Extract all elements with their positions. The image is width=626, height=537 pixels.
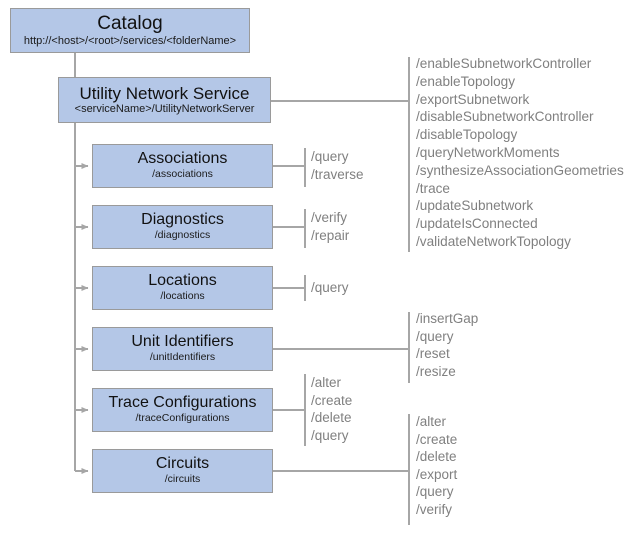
node-associations[interactable]: Associations /associations [92, 144, 273, 188]
node-circuits-title: Circuits [155, 455, 210, 473]
operations-utility-network-service-item[interactable]: /exportSubnetwork [416, 91, 530, 107]
node-unit-identifiers[interactable]: Unit Identifiers /unitIdentifiers [92, 327, 273, 371]
operations-trace-configurations-item[interactable]: /delete [311, 410, 352, 426]
node-catalog-title: Catalog [97, 12, 163, 34]
operations-diagnostics-item[interactable]: /repair [311, 227, 350, 243]
operations-trace-configurations-item[interactable]: /query [311, 427, 349, 443]
operations-utility-network-service: /enableSubnetworkController/enableTopolo… [416, 55, 624, 251]
operations-trace-configurations: /alter/create/delete/query [311, 374, 352, 444]
operations-diagnostics: /verify/repair [311, 209, 349, 244]
operations-circuits-item[interactable]: /create [416, 431, 458, 447]
operations-unit-identifiers: /insertGap/query/reset/resize [416, 310, 478, 380]
operations-circuits-item[interactable]: /export [416, 466, 458, 482]
node-trace-configurations-title: Trace Configurations [108, 394, 257, 412]
operations-utility-network-service-item[interactable]: /trace [416, 180, 450, 196]
node-locations-path: /locations [160, 290, 205, 303]
operations-unit-identifiers-item[interactable]: /reset [416, 346, 450, 362]
node-trace-configurations[interactable]: Trace Configurations /traceConfiguration… [92, 388, 273, 432]
node-diagnostics-path: /diagnostics [154, 229, 211, 242]
node-catalog-path: http://<host>/<root>/services/<folderNam… [23, 34, 237, 47]
operations-trace-configurations-item[interactable]: /create [311, 392, 353, 408]
node-utility-network-service-path: <serviceName>/UtilityNetworkServer [74, 103, 255, 116]
node-catalog[interactable]: Catalog http://<host>/<root>/services/<f… [10, 8, 250, 53]
operations-diagnostics-item[interactable]: /verify [311, 210, 348, 225]
node-diagnostics[interactable]: Diagnostics /diagnostics [92, 205, 273, 249]
operations-circuits-item[interactable]: /alter [416, 414, 447, 429]
operations-unit-identifiers-item[interactable]: /insertGap [416, 311, 479, 326]
operations-utility-network-service-item[interactable]: /queryNetworkMoments [416, 144, 560, 160]
operations-trace-configurations-item[interactable]: /alter [311, 375, 342, 390]
operations-associations-item[interactable]: /traverse [311, 166, 364, 182]
operations-utility-network-service-item[interactable]: /disableSubnetworkController [416, 109, 594, 125]
operations-utility-network-service-item[interactable]: /updateSubnetwork [416, 198, 534, 214]
operations-utility-network-service-item[interactable]: /disableTopology [416, 127, 518, 143]
operations-utility-network-service-item[interactable]: /synthesizeAssociationGeometries [416, 162, 624, 178]
operations-utility-network-service-item[interactable]: /validateNetworkTopology [416, 233, 571, 249]
node-utility-network-service[interactable]: Utility Network Service <serviceName>/Ut… [58, 77, 271, 123]
node-associations-title: Associations [137, 150, 228, 168]
operations-unit-identifiers-item[interactable]: /resize [416, 363, 456, 379]
operations-locations-item[interactable]: /query [311, 280, 349, 295]
operations-circuits-item[interactable]: /query [416, 484, 454, 500]
operations-circuits-item[interactable]: /delete [416, 449, 457, 465]
node-diagnostics-title: Diagnostics [141, 211, 224, 229]
node-locations[interactable]: Locations /locations [92, 266, 273, 310]
node-unit-identifiers-path: /unitIdentifiers [149, 351, 216, 364]
node-circuits[interactable]: Circuits /circuits [92, 449, 273, 493]
operations-utility-network-service-item[interactable]: /updateIsConnected [416, 216, 538, 232]
operations-unit-identifiers-item[interactable]: /query [416, 328, 454, 344]
operations-utility-network-service-item[interactable]: /enableTopology [416, 73, 516, 89]
operations-utility-network-service-item[interactable]: /enableSubnetworkController [416, 56, 592, 71]
operations-circuits-item[interactable]: /verify [416, 501, 453, 517]
node-circuits-path: /circuits [164, 473, 201, 486]
operations-associations-item[interactable]: /query [311, 149, 349, 164]
operations-circuits: /alter/create/delete/export/query/verify [416, 413, 457, 519]
node-unit-identifiers-title: Unit Identifiers [131, 333, 234, 351]
node-trace-configurations-path: /traceConfigurations [135, 412, 230, 425]
node-locations-title: Locations [148, 272, 217, 290]
node-associations-path: /associations [152, 168, 213, 181]
operations-locations: /query [311, 279, 349, 297]
node-utility-network-service-title: Utility Network Service [79, 83, 250, 103]
operations-associations: /query/traverse [311, 148, 364, 183]
